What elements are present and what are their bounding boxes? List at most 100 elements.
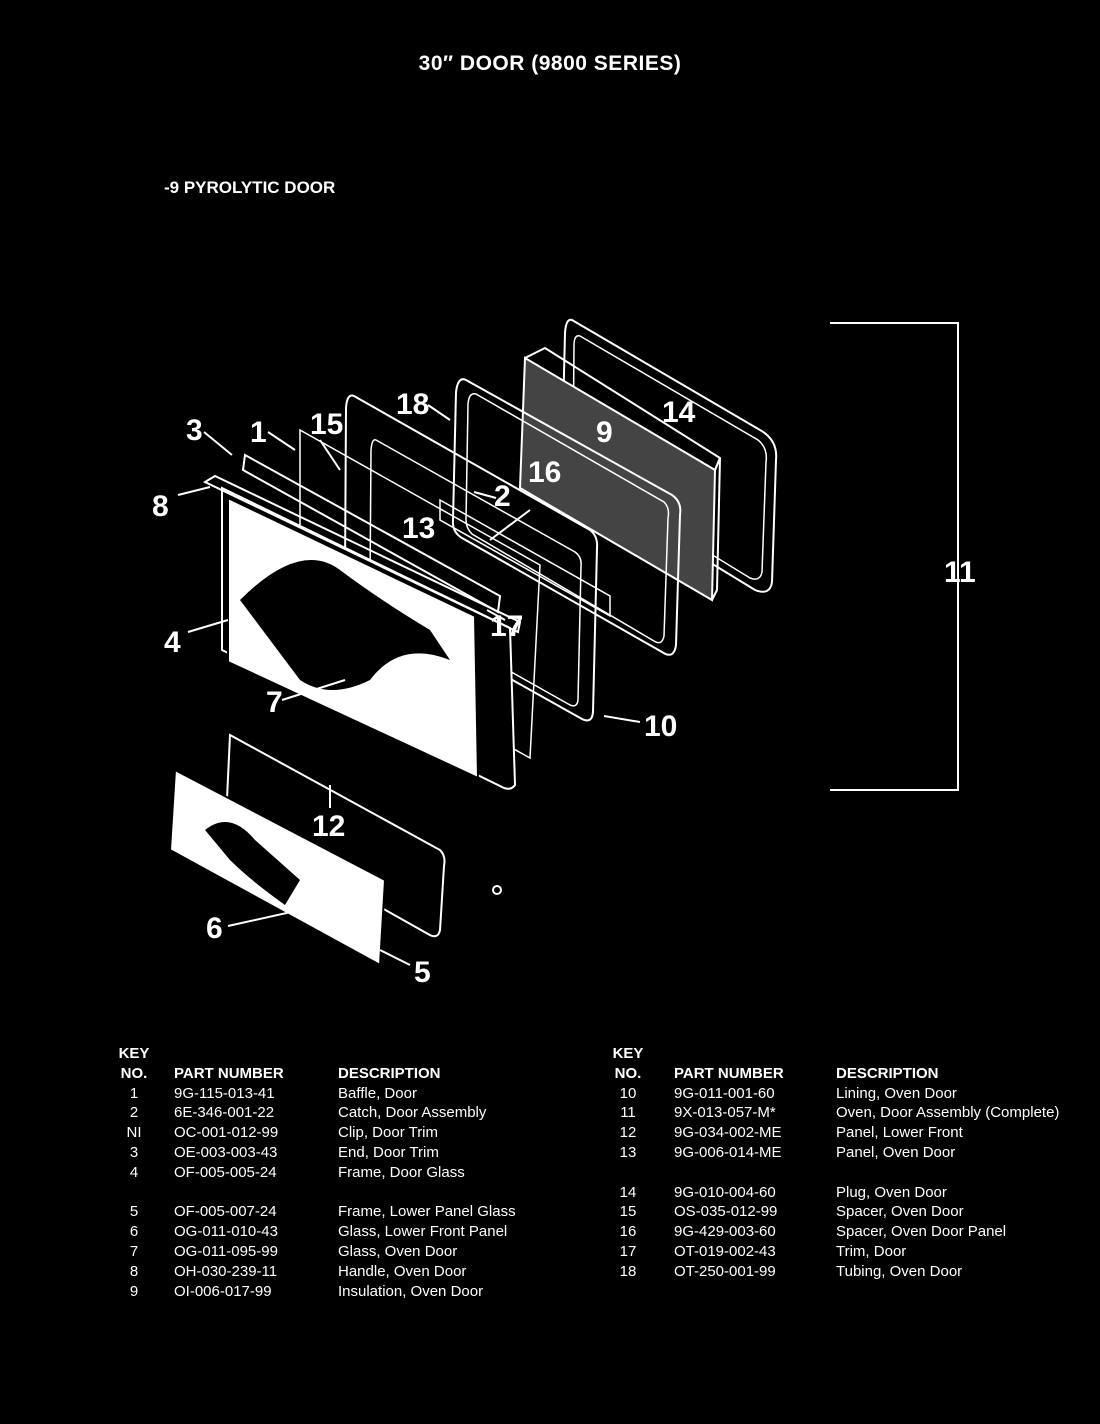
part-description: Tubing, Oven Door — [836, 1262, 963, 1280]
part-description: Baffle, Door — [338, 1084, 417, 1102]
front-glass-frame — [202, 474, 522, 790]
part-description: Clip, Door Trim — [338, 1124, 439, 1142]
callout-3: 3 — [186, 414, 203, 447]
leader-2 — [473, 491, 497, 499]
part-number: 9G-115-013-41 — [174, 1084, 275, 1102]
part-description: Frame, Lower Panel Glass — [338, 1203, 516, 1221]
part-description — [338, 1183, 516, 1203]
key-number: 18 — [619, 1262, 637, 1280]
leader-17 — [486, 609, 506, 621]
part-description: Glass, Oven Door — [338, 1242, 458, 1260]
insulation-block — [518, 346, 722, 602]
table-row: 1 9G-115-013-41 Baffle, Door — [114, 1084, 516, 1104]
page-title: 30″ DOOR (9800 SERIES) — [418, 52, 682, 75]
leader-1 — [267, 431, 296, 451]
key-number: 15 — [619, 1203, 637, 1221]
part-description: Panel, Oven Door — [836, 1143, 956, 1161]
key-number: 2 — [129, 1104, 139, 1122]
part-number-header: PART NUMBER — [174, 1064, 284, 1082]
part-number-header: PART NUMBER — [674, 1064, 784, 1082]
callout-2: 2 — [494, 480, 511, 513]
callout-7: 7 — [266, 686, 283, 719]
key-number: 12 — [619, 1124, 637, 1142]
exploded-door-diagram: 3 1 15 18 14 9 16 2 8 13 11 17 4 7 10 12… — [152, 318, 976, 989]
table-row: 12 9G-034-002-ME Panel, Lower Front — [608, 1123, 1059, 1143]
callout-1: 1 — [250, 416, 267, 449]
part-number: OF-005-007-24 — [174, 1203, 277, 1221]
lower-panel — [168, 733, 446, 967]
part-number: 9G-011-001-60 — [674, 1084, 775, 1102]
description-header: DESCRIPTION — [836, 1064, 939, 1082]
callout-10: 10 — [644, 710, 677, 743]
part-number: 9G-034-002-ME — [674, 1124, 782, 1142]
description-header: DESCRIPTION — [338, 1064, 441, 1082]
leader-10 — [603, 715, 641, 723]
callout-18: 18 — [396, 388, 429, 421]
leader-8 — [177, 486, 211, 496]
part-number: 9X-013-057-M* — [674, 1104, 776, 1122]
leader-6 — [227, 909, 301, 927]
key-number: 14 — [619, 1183, 637, 1201]
part-number — [674, 1163, 836, 1183]
leader-16 — [489, 509, 531, 541]
part-description: Insulation, Oven Door — [338, 1282, 484, 1300]
callout-12: 12 — [312, 810, 345, 843]
screw-icon — [492, 885, 502, 895]
key-number: 16 — [619, 1223, 637, 1241]
key-number: 17 — [619, 1242, 637, 1260]
part-number: OT-019-002-43 — [674, 1242, 776, 1260]
part-description: Trim, Door — [836, 1242, 907, 1260]
part-number: 9G-429-003-60 — [674, 1223, 776, 1241]
leader-15 — [319, 439, 341, 471]
callout-4: 4 — [164, 626, 181, 659]
part-number: OH-030-239-11 — [174, 1262, 278, 1280]
leader-18 — [427, 404, 451, 421]
key-number: 1 — [129, 1084, 139, 1102]
table-row: 17 OT-019-002-43 Trim, Door — [608, 1242, 1059, 1262]
part-description: Plug, Oven Door — [836, 1183, 947, 1201]
key-number: 10 — [619, 1084, 637, 1102]
part-number: OI-006-017-99 — [174, 1282, 272, 1300]
key-number: 3 — [129, 1143, 139, 1161]
part-number: OG-011-095-99 — [174, 1242, 278, 1260]
part-description: Handle, Oven Door — [338, 1262, 467, 1280]
part-description: Spacer, Oven Door — [836, 1203, 964, 1221]
table-row — [608, 1163, 1059, 1183]
part-description: Oven, Door Assembly (Complete) — [836, 1104, 1060, 1122]
key-number — [608, 1163, 648, 1183]
part-description: Panel, Lower Front — [836, 1124, 963, 1142]
callout-6: 6 — [206, 912, 223, 945]
callout-8: 8 — [152, 490, 169, 523]
leader-5 — [379, 949, 411, 966]
callout-17: 17 — [490, 610, 523, 643]
key-number: 6 — [129, 1223, 139, 1241]
part-number — [174, 1183, 338, 1203]
part-number: OG-011-010-43 — [174, 1223, 278, 1241]
key-number: 13 — [619, 1143, 637, 1161]
callout-11: 11 — [944, 556, 976, 589]
key-number: 11 — [620, 1104, 636, 1122]
lining-panel — [560, 318, 778, 593]
callout-14: 14 — [662, 396, 696, 429]
part-description — [836, 1163, 1059, 1183]
part-description: End, Door Trim — [338, 1143, 439, 1161]
callout-9: 9 — [596, 416, 613, 449]
part-number: OC-001-012-99 — [174, 1124, 279, 1142]
part-description: Catch, Door Assembly — [338, 1104, 487, 1122]
callout-5: 5 — [414, 956, 431, 989]
